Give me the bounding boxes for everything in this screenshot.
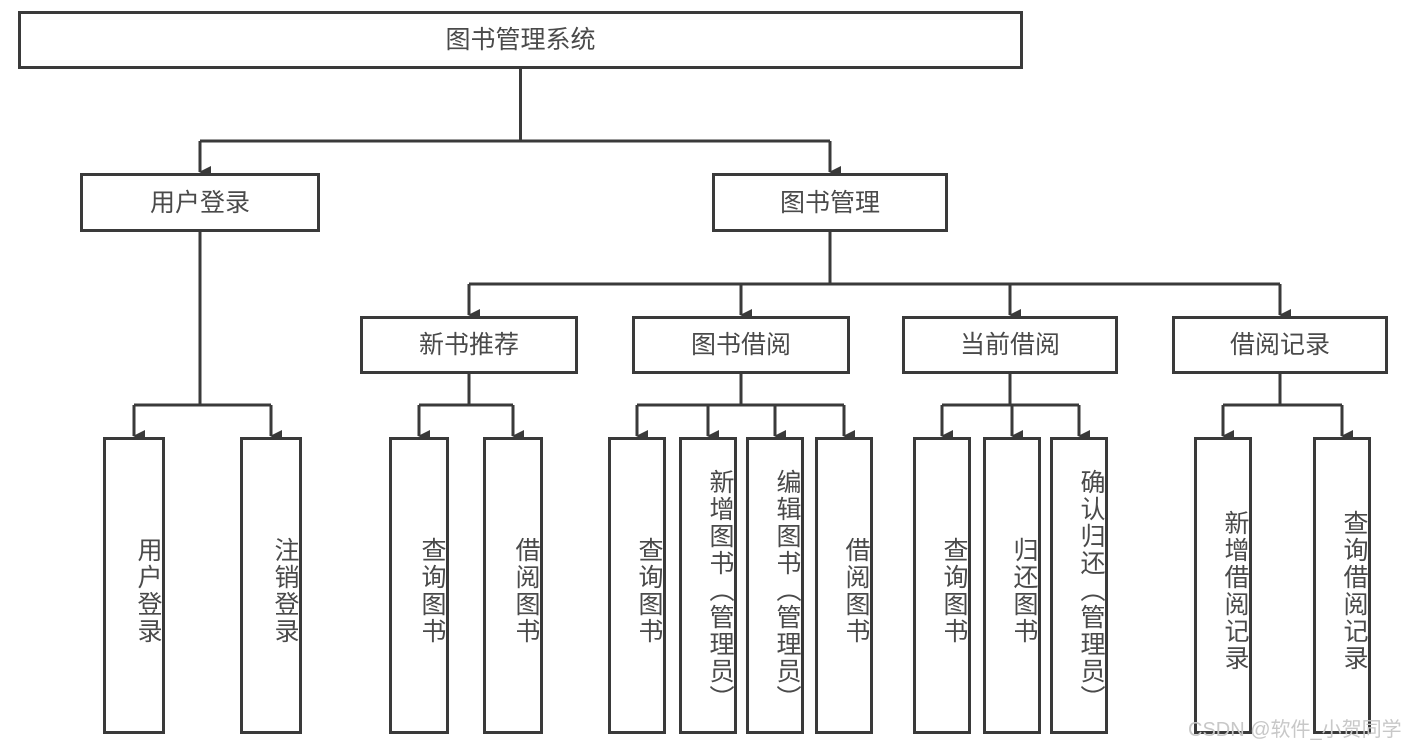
node-label: 编辑图书（管理员） (773, 469, 801, 712)
node-borrow-records[interactable]: 借阅记录 (1172, 316, 1388, 374)
leaf-query-book[interactable]: 查询图书 (608, 437, 666, 734)
leaf-borrow-book[interactable]: 借阅图书 (815, 437, 873, 734)
node-label: 借阅图书 (512, 536, 540, 645)
leaf-edit-book-admin[interactable]: 编辑图书（管理员） (746, 437, 804, 734)
node-label: 用户登录 (149, 188, 250, 217)
node-label: 借阅图书 (842, 536, 870, 645)
leaf-query-book-current[interactable]: 查询图书 (913, 437, 971, 734)
leaf-add-borrow-record[interactable]: 新增借阅记录 (1194, 437, 1252, 734)
node-user-login[interactable]: 用户登录 (80, 173, 320, 232)
node-book-borrow[interactable]: 图书借阅 (632, 316, 850, 374)
node-label: 新增借阅记录 (1221, 509, 1249, 672)
node-label: 用户登录 (134, 536, 162, 645)
node-label: 图书借阅 (690, 331, 791, 359)
leaf-query-borrow-record[interactable]: 查询借阅记录 (1313, 437, 1371, 734)
leaf-logout[interactable]: 注销登录 (240, 437, 302, 734)
node-label: 确认归还（管理员） (1077, 469, 1105, 712)
node-root[interactable]: 图书管理系统 (18, 11, 1023, 69)
leaf-add-book-admin[interactable]: 新增图书（管理员） (679, 437, 737, 734)
leaf-query-book-recommend[interactable]: 查询图书 (389, 437, 449, 734)
node-label: 新书推荐 (418, 331, 519, 359)
leaf-user-login[interactable]: 用户登录 (103, 437, 165, 734)
node-label: 新增图书（管理员） (706, 469, 734, 712)
node-new-book-recommend[interactable]: 新书推荐 (360, 316, 578, 374)
node-label: 当前借阅 (959, 331, 1060, 359)
node-label: 注销登录 (271, 536, 299, 645)
node-label: 图书管理系统 (445, 26, 596, 54)
node-label: 图书管理 (779, 188, 880, 217)
node-label: 归还图书 (1010, 536, 1038, 645)
watermark: CSDN @软件_小贺同学 (1188, 719, 1402, 741)
node-label: 查询图书 (418, 536, 446, 645)
node-label: 查询图书 (940, 536, 968, 645)
node-label: 查询图书 (635, 536, 663, 645)
leaf-return-book[interactable]: 归还图书 (983, 437, 1041, 734)
leaf-borrow-book-recommend[interactable]: 借阅图书 (483, 437, 543, 734)
node-book-management[interactable]: 图书管理 (712, 173, 948, 232)
leaf-confirm-return-admin[interactable]: 确认归还（管理员） (1050, 437, 1108, 734)
node-current-borrow[interactable]: 当前借阅 (902, 316, 1118, 374)
node-label: 借阅记录 (1229, 331, 1330, 359)
node-label: 查询借阅记录 (1340, 509, 1368, 672)
